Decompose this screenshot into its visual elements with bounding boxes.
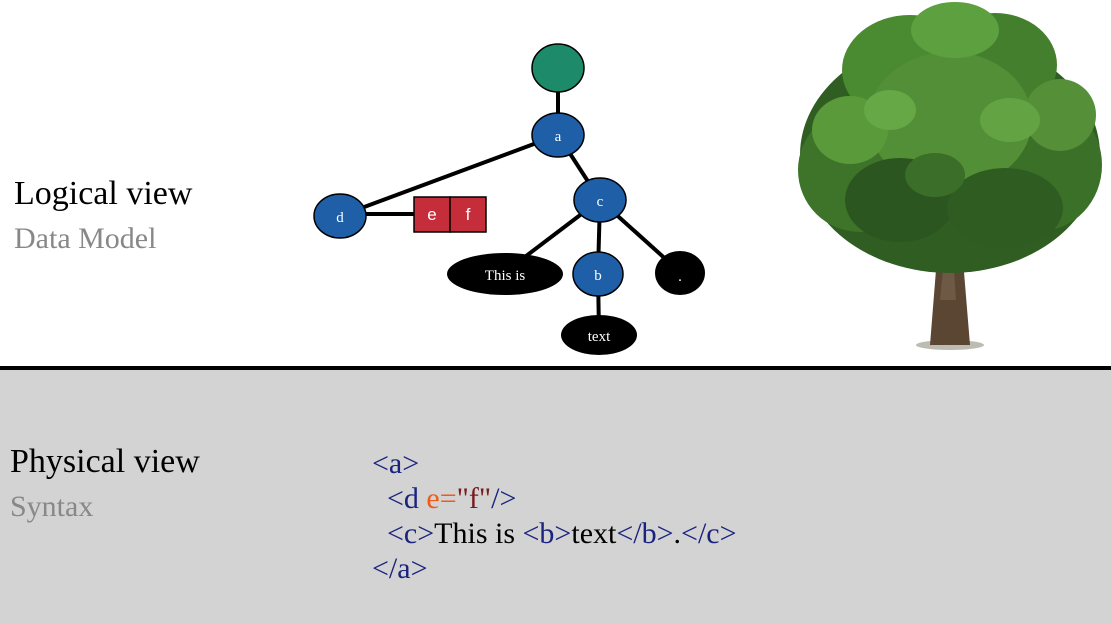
code-text-dot: . [673, 517, 682, 550]
node-d-label: d [336, 210, 344, 226]
code-attr-value: "f" [456, 482, 492, 515]
code-tag-d-close: /> [491, 482, 517, 515]
node-c [573, 177, 627, 223]
attribute-name-box [413, 196, 451, 233]
physical-view-title: Physical view [10, 443, 200, 480]
text-node-dot [655, 251, 705, 295]
physical-view-panel [0, 370, 1111, 624]
attribute-value-box [449, 196, 487, 233]
xml-tree-diagram: a c d e f This is b . text [313, 43, 705, 355]
edge-a-d [339, 133, 559, 218]
code-attr-name: e= [426, 482, 457, 515]
code-tag-d-open: <d [387, 482, 427, 515]
syntax-subtitle: Syntax [10, 490, 94, 523]
data-model-subtitle: Data Model [14, 222, 157, 255]
attribute-name-label: e [427, 205, 436, 224]
code-tag-a-close: </a> [372, 552, 428, 585]
node-a-label: a [555, 129, 562, 145]
code-tag-c-open: <c> [387, 517, 435, 550]
tree-photo-icon [798, 2, 1102, 350]
code-tag-c-close: </c> [681, 517, 737, 550]
node-b [572, 251, 624, 297]
panel-divider [0, 366, 1111, 370]
code-tag-b-close: </b> [616, 517, 674, 550]
node-d [313, 193, 367, 239]
xml-code-block: <a> <d e="f"/> <c>This is <b>text</b>.</… [372, 446, 737, 586]
text-node-this-is-label: This is [485, 268, 526, 284]
code-tag-b-open: <b> [522, 517, 572, 550]
root-node [531, 43, 585, 93]
tree-edges [339, 68, 682, 336]
code-text-this-is: This is [434, 517, 523, 550]
attribute-value-label: f [466, 205, 471, 224]
node-a [531, 112, 585, 158]
text-node-text [561, 315, 637, 355]
node-b-label: b [594, 268, 602, 284]
code-tag-a-open: <a> [372, 447, 420, 480]
text-node-text-label: text [588, 329, 611, 345]
text-node-this-is [447, 253, 563, 295]
logical-view-title: Logical view [14, 175, 193, 212]
tree-canopy [798, 2, 1102, 273]
code-text-text: text [571, 517, 617, 550]
text-node-dot-label: . [678, 269, 682, 285]
node-c-label: c [597, 194, 604, 210]
